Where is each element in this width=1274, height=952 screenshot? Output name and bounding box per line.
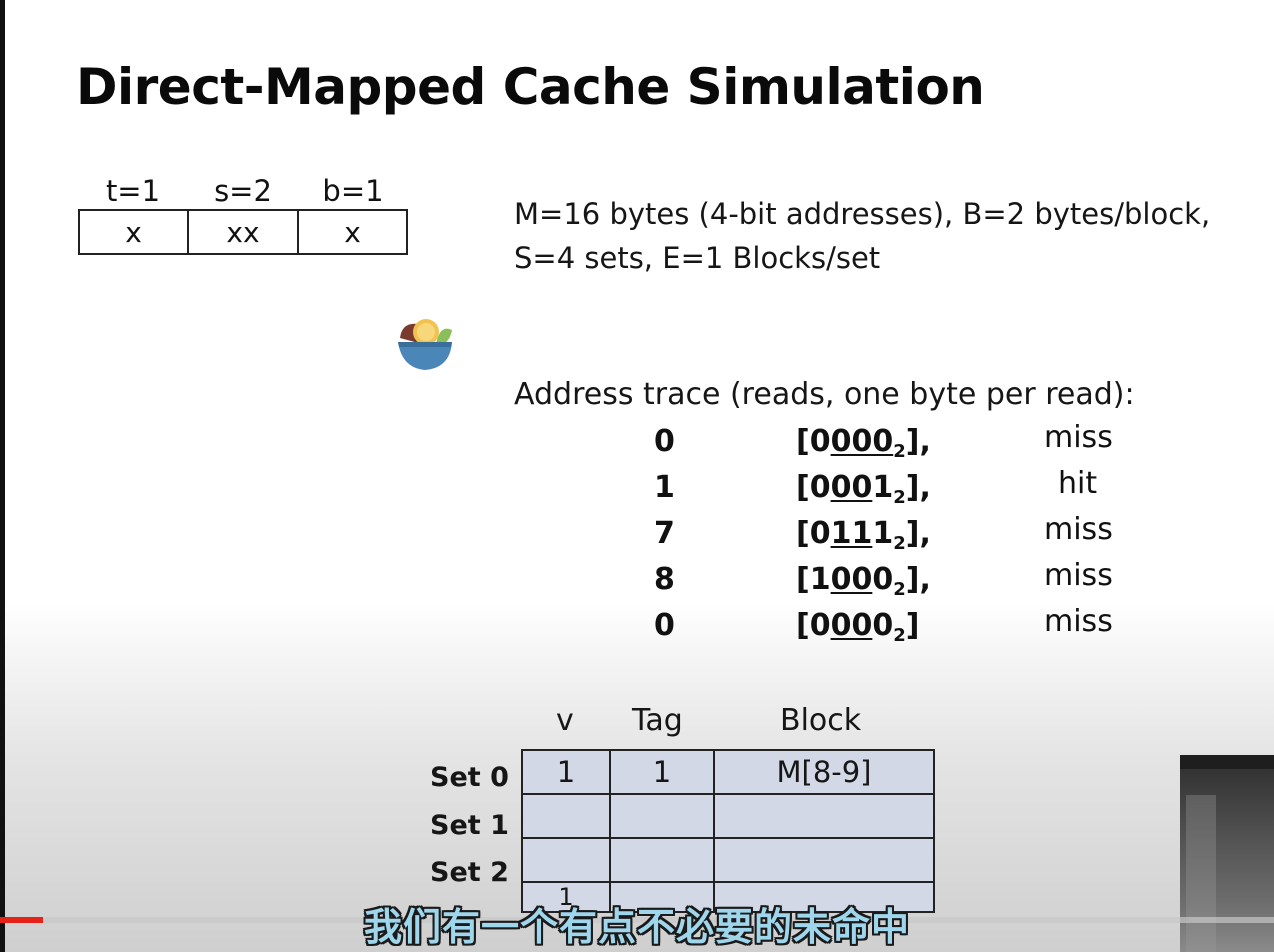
trace-row: 0 [00002], miss <box>630 420 1150 466</box>
set-label: Set 1 <box>430 810 509 841</box>
trace-result: miss <box>1044 512 1113 547</box>
address-field-box: x xx x <box>78 209 408 255</box>
trace-binary: [00002] <box>796 608 920 646</box>
trace-result: miss <box>1044 558 1113 593</box>
fruit-bowl-icon <box>396 316 454 374</box>
table-row <box>521 837 935 883</box>
trace-result: miss <box>1044 420 1113 455</box>
left-edge-bar <box>0 0 5 952</box>
block-cell <box>713 793 935 839</box>
address-field-labels: t=1 s=2 b=1 <box>78 174 408 208</box>
tag-cell: 1 <box>609 749 715 795</box>
trace-address: 1 <box>654 470 675 505</box>
col-header-tag: Tag <box>632 703 683 738</box>
tag-bits-cell: x <box>80 211 189 253</box>
trace-binary: [00012], <box>796 470 931 508</box>
tag-cell <box>609 837 715 883</box>
address-trace: 0 [00002], miss 1 [00012], hit 7 [01112]… <box>630 420 1150 650</box>
table-row: 1 <box>521 881 935 913</box>
table-row <box>521 793 935 839</box>
valid-cell <box>521 793 611 839</box>
trace-address: 8 <box>654 562 675 597</box>
block-cell <box>713 881 935 913</box>
col-header-block: Block <box>780 703 862 738</box>
table-row: 1 1 M[8-9] <box>521 749 935 795</box>
trace-result: hit <box>1058 466 1098 501</box>
params-line-2: S=4 sets, E=1 Blocks/set <box>514 241 881 275</box>
cache-table: 1 1 M[8-9] 1 <box>521 749 935 913</box>
slide-title: Direct-Mapped Cache Simulation <box>76 58 985 116</box>
params-line-1: M=16 bytes (4-bit addresses), B=2 bytes/… <box>514 197 1211 231</box>
block-cell <box>713 837 935 883</box>
trace-row: 0 [00002] miss <box>630 604 1150 650</box>
valid-cell: 1 <box>521 749 611 795</box>
valid-cell: 1 <box>521 881 611 913</box>
trace-address: 0 <box>654 608 675 643</box>
trace-title: Address trace (reads, one byte per read)… <box>514 377 1135 412</box>
video-subtitle: 我们有一个有点不必要的未命中 <box>363 905 910 949</box>
cache-parameters: M=16 bytes (4-bit addresses), B=2 bytes/… <box>514 192 1210 280</box>
trace-binary: [10002], <box>796 562 931 600</box>
offset-bits-cell: x <box>344 215 361 249</box>
video-progress-fill[interactable] <box>0 917 44 923</box>
col-header-valid: v <box>556 703 574 738</box>
trace-result: miss <box>1044 604 1113 639</box>
trace-address: 0 <box>654 424 675 459</box>
trace-binary: [00002], <box>796 424 931 462</box>
tag-cell <box>609 793 715 839</box>
set-label: Set 2 <box>430 857 509 888</box>
valid-cell <box>521 837 611 883</box>
offset-bits-label: b=1 <box>322 174 384 208</box>
trace-row: 1 [00012], hit <box>630 466 1150 512</box>
block-cell: M[8-9] <box>713 749 935 795</box>
trace-row: 8 [10002], miss <box>630 558 1150 604</box>
trace-row: 7 [01112], miss <box>630 512 1150 558</box>
video-progress-bar[interactable] <box>0 917 1274 923</box>
set-label: Set 0 <box>430 762 509 793</box>
tag-cell <box>609 881 715 913</box>
set-bits-label: s=2 <box>214 174 272 208</box>
trace-address: 7 <box>654 516 675 551</box>
tag-bits-label: t=1 <box>105 174 161 208</box>
trace-binary: [01112], <box>796 516 931 554</box>
set-bits-cell: xx <box>189 211 299 253</box>
